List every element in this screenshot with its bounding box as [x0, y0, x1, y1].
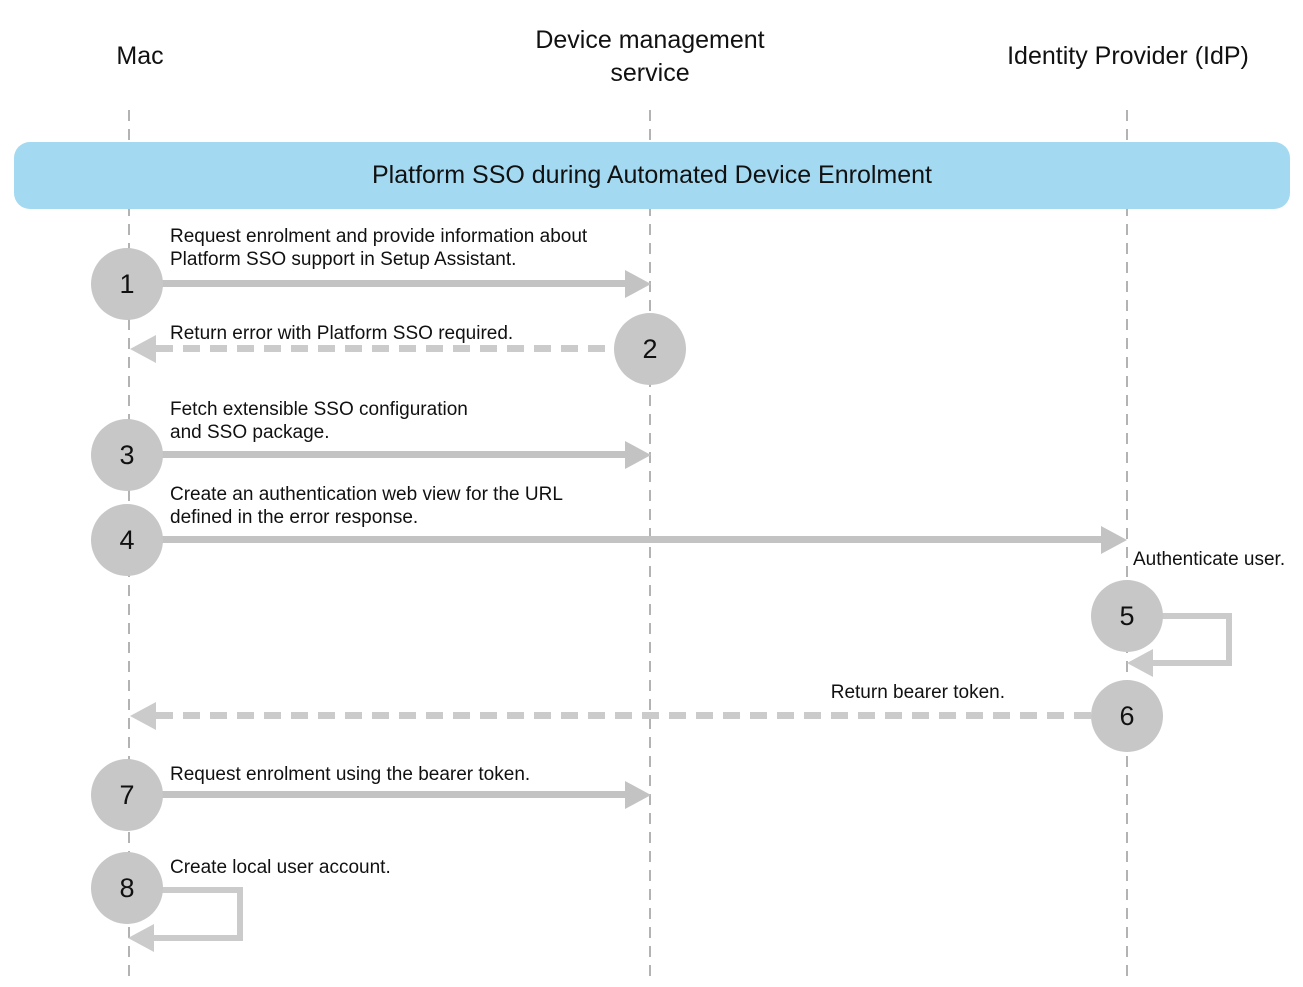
step-7-arrow-line [160, 791, 625, 798]
step-2-arrow-line [156, 345, 614, 352]
step-2-message: Return error with Platform SSO required. [170, 323, 514, 344]
step-7-arrowhead-icon [625, 781, 651, 809]
diagram-title: Platform SSO during Automated Device Enr… [372, 161, 932, 189]
actor-label-mac: Mac [116, 42, 164, 70]
step-1-number-badge: 1 [91, 248, 163, 320]
step-5-number-badge: 5 [1091, 580, 1163, 652]
lifeline-identity-provider [1126, 110, 1128, 976]
step-6-arrowhead-icon [130, 702, 156, 730]
step-4-message: Create an authentication web view for th… [170, 484, 563, 528]
step-4-number-badge: 4 [91, 504, 163, 576]
step-5-self-loop-line [1150, 613, 1232, 666]
step-3-message: Fetch extensible SSO configuration and S… [170, 399, 468, 443]
step-7-number-badge: 7 [91, 759, 163, 831]
step-6-number-badge: 6 [1091, 680, 1163, 752]
step-2-arrowhead-icon [130, 335, 156, 363]
step-6-arrow-line [156, 712, 1091, 719]
step-3-arrowhead-icon [625, 441, 651, 469]
step-6-message: Return bearer token. [830, 682, 1005, 703]
step-8-arrowhead-icon [128, 924, 154, 952]
step-1-arrow-line [160, 280, 625, 287]
step-5-message: Authenticate user. [1133, 549, 1286, 570]
title-banner: Platform SSO during Automated Device Enr… [14, 142, 1290, 209]
lifeline-device-management-service [649, 110, 651, 976]
step-8-number-badge: 8 [91, 852, 163, 924]
step-2-number-badge: 2 [614, 313, 686, 385]
step-3-arrow-line [160, 451, 625, 458]
step-3-number-badge: 3 [91, 419, 163, 491]
step-8-self-loop-line [150, 887, 243, 941]
step-4-arrowhead-icon [1101, 526, 1127, 554]
step-8-message: Create local user account. [170, 857, 391, 878]
step-1-message: Request enrolment and provide informatio… [170, 226, 588, 270]
step-7-message: Request enrolment using the bearer token… [170, 764, 531, 785]
actor-label-device-management-service: Device management service [535, 26, 765, 87]
step-1-arrowhead-icon [625, 270, 651, 298]
step-5-arrowhead-icon [1127, 649, 1153, 677]
step-4-arrow-line [160, 536, 1101, 543]
actor-label-identity-provider: Identity Provider (IdP) [1007, 42, 1249, 70]
